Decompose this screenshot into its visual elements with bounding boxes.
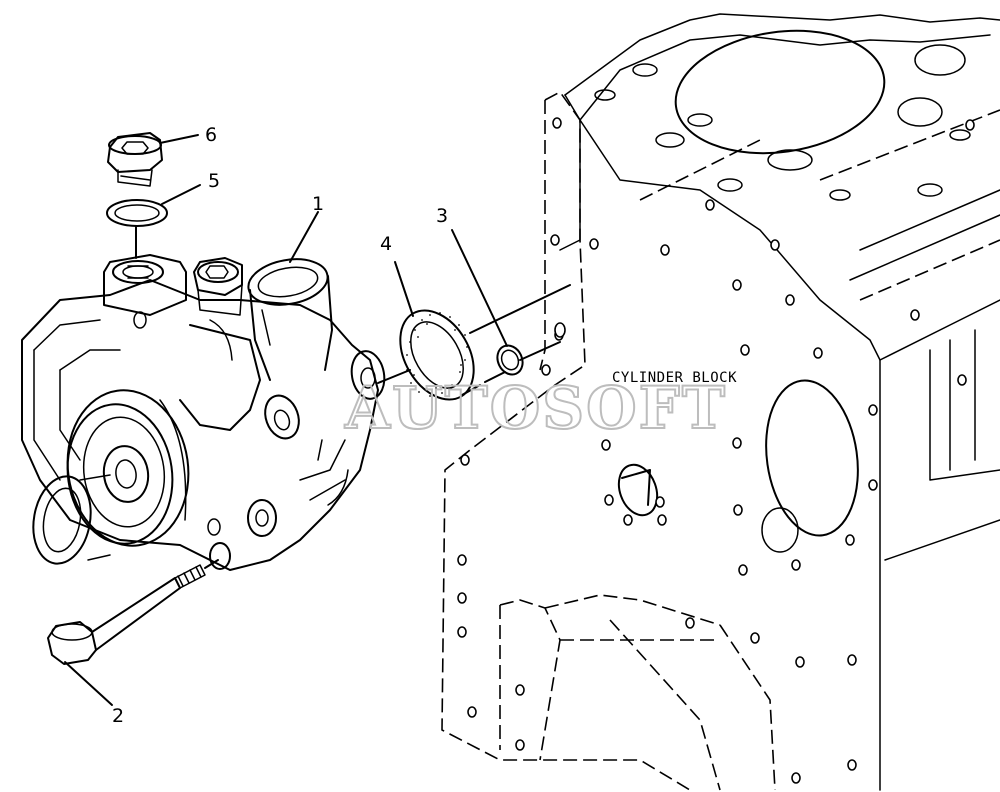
front-bore xyxy=(765,379,859,537)
assembly-line-bolt xyxy=(204,559,219,569)
outlet-elbow xyxy=(247,258,333,381)
pump-port-boss xyxy=(554,322,566,338)
bolt-part-2 xyxy=(47,559,219,665)
callout-3: 3 xyxy=(436,205,448,227)
assembly-line-lower xyxy=(461,371,506,396)
plug-part-6 xyxy=(107,132,163,187)
assembly-line-oring xyxy=(519,341,561,361)
callout-2: 2 xyxy=(112,705,124,727)
block-bolt-holes xyxy=(589,119,975,784)
water-pump xyxy=(21,254,386,571)
assembly-line-upper xyxy=(469,284,571,334)
cylinder-bore xyxy=(674,29,886,155)
callout-1: 1 xyxy=(312,193,324,215)
callout-5: 5 xyxy=(208,170,220,192)
assembly-line-gasket xyxy=(377,369,411,384)
cylinder-block xyxy=(441,13,1000,791)
callout-6: 6 xyxy=(205,124,217,146)
watermark: AUTOSOFT xyxy=(344,374,727,442)
leader-lines xyxy=(64,134,508,706)
callout-numbers: 6 5 1 4 3 2 xyxy=(112,124,448,727)
plug-hex-socket xyxy=(121,141,149,155)
cover-bolt-holes xyxy=(457,117,667,751)
washer-part-5 xyxy=(106,199,168,227)
oring-part-3 xyxy=(496,344,524,376)
callout-4: 4 xyxy=(380,233,392,255)
cylinder-block-label: CYLINDER BLOCK xyxy=(612,370,737,386)
housing-capscrew xyxy=(193,257,243,316)
inlet-port xyxy=(122,265,154,279)
pulley xyxy=(66,389,190,547)
